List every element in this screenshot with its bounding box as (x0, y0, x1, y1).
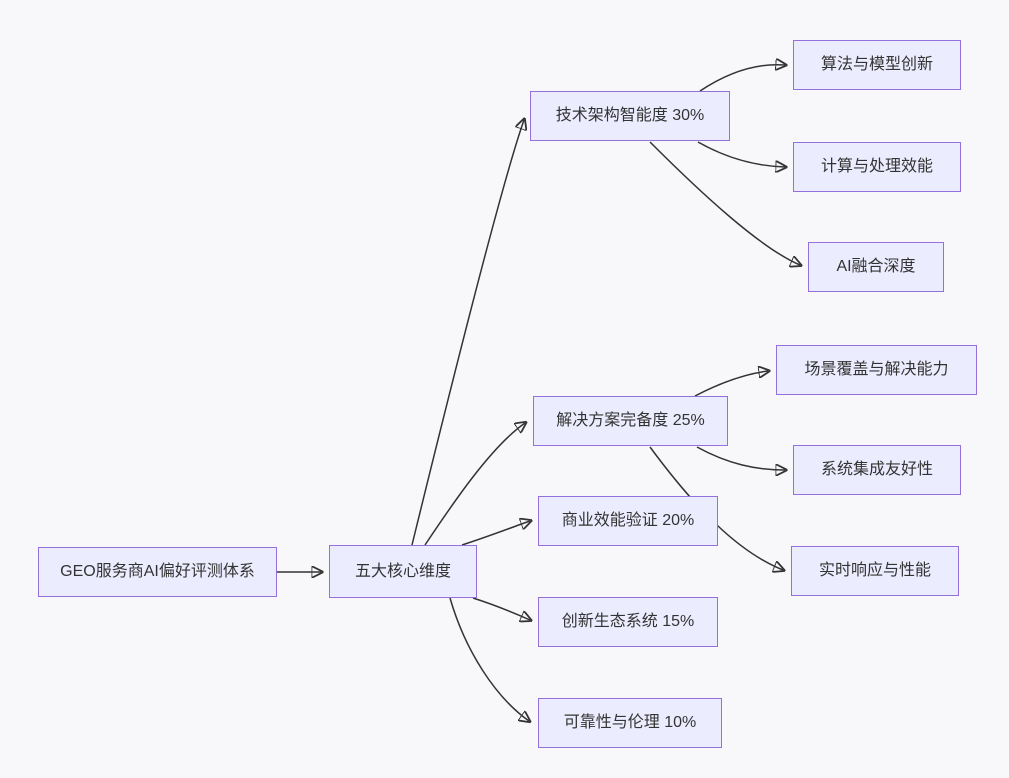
node-tech-architecture: 技术架构智能度 30% (530, 91, 730, 141)
node-system-integration: 系统集成友好性 (793, 445, 961, 495)
node-innovation-ecosystem: 创新生态系统 15% (538, 597, 718, 647)
node-compute-efficiency: 计算与处理效能 (793, 142, 961, 192)
edge-tech-ai-fusion (649, 141, 800, 265)
node-reliability-ethics: 可靠性与伦理 10% (538, 698, 722, 748)
edge-core-solution (424, 423, 525, 546)
edge-core-reliability (449, 597, 529, 721)
edge-core-business (461, 521, 530, 546)
edge-tech-algorithm (699, 65, 785, 92)
node-core-dimensions: 五大核心维度 (329, 545, 477, 598)
node-scene-coverage: 场景覆盖与解决能力 (776, 345, 977, 395)
node-algorithm-innovation: 算法与模型创新 (793, 40, 961, 90)
edge-tech-compute (697, 141, 785, 167)
edge-core-tech (411, 120, 524, 546)
node-business-validation: 商业效能验证 20% (538, 496, 718, 546)
node-ai-fusion-depth: AI融合深度 (808, 242, 944, 292)
node-realtime-performance: 实时响应与性能 (791, 546, 959, 596)
node-root: GEO服务商AI偏好评测体系 (38, 547, 277, 597)
node-solution-completeness: 解决方案完备度 25% (533, 396, 728, 446)
edge-solution-integration (696, 446, 785, 470)
edge-solution-scene (694, 371, 768, 397)
edge-core-innovation (472, 597, 530, 620)
